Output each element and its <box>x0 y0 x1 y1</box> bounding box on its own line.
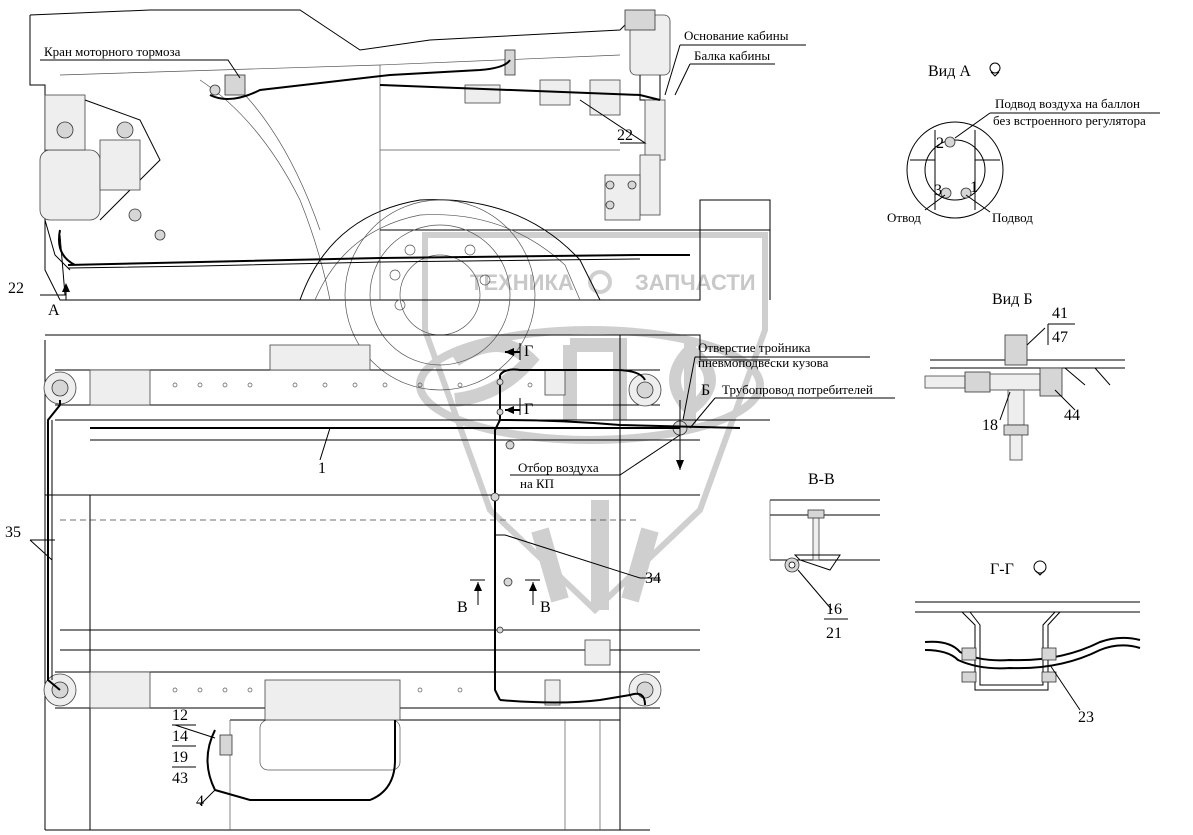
callout-12: 12 <box>172 707 188 724</box>
tank-top <box>269 344 371 371</box>
port-3-label: 3 <box>934 182 942 199</box>
callout-22-top: 22 <box>617 127 633 144</box>
tee-fitting-44 <box>1039 367 1063 397</box>
label-cab-base: Основание кабины <box>684 28 789 43</box>
label-engine-brake-valve: Кран моторного тормоза <box>44 44 181 59</box>
section-vv-title: В-В <box>808 471 835 488</box>
callout-41: 41 <box>1052 305 1068 322</box>
view-a-air-supply-1: Подвод воздуха на баллон <box>995 96 1140 111</box>
port-2-label: 2 <box>936 135 944 152</box>
label-consumer-pipeline: Трубопровод потребителей <box>722 382 873 397</box>
fitting-top <box>504 49 516 76</box>
view-b-title: Вид Б <box>992 291 1033 308</box>
label-tee-hole-2: пневмоподвески кузова <box>698 355 829 370</box>
battery-box <box>259 719 401 771</box>
port-1-label: 1 <box>970 179 978 196</box>
label-air-takeoff-2: на КП <box>520 476 554 491</box>
section-marker-b: Б <box>701 382 710 399</box>
view-a: Вид А 2 3 1 Подвод воздуха на баллон без… <box>887 62 1160 225</box>
tee-body <box>989 373 1041 391</box>
view-a-arrow-label: А <box>48 302 60 319</box>
pipe-35 <box>47 400 61 691</box>
section-marker-g-top: Г <box>524 343 533 360</box>
label-cab-beam: Балка кабины <box>694 48 770 63</box>
callout-44: 44 <box>1064 407 1080 424</box>
callout-1: 1 <box>318 460 326 477</box>
view-a-outer-ring <box>906 121 1004 219</box>
pipe-34 <box>494 375 501 701</box>
spring-bracket-bl <box>89 671 151 709</box>
watermark-text-left: ТЕХНИКА <box>470 270 574 295</box>
tee-nut-top <box>1004 334 1028 366</box>
fitting-12-43 <box>219 734 233 756</box>
tank-bottom <box>264 679 401 721</box>
view-a-air-supply-2: без встроенного регулятора <box>993 113 1146 128</box>
view-a-inlet: Подвод <box>992 210 1033 225</box>
port-1 <box>960 187 972 199</box>
section-vv: В-В 16 21 <box>769 471 880 642</box>
spring-bracket-tl <box>89 369 151 406</box>
view-b: Вид Б 41 47 18 44 <box>924 291 1125 461</box>
watermark-text-right: ЗАПЧАСТИ <box>635 270 756 295</box>
view-a-title: Вид А <box>928 63 971 80</box>
plan-view <box>29 334 895 831</box>
grommet-right <box>1041 647 1057 661</box>
section-marker-g-bottom: Г <box>524 401 533 418</box>
bracket-3 <box>589 79 621 116</box>
section-gg-title: Г-Г <box>990 561 1014 578</box>
port-3 <box>940 187 952 199</box>
callout-14: 14 <box>172 728 188 745</box>
callout-stack-12-43: 12 14 19 43 <box>172 707 196 787</box>
section-marker-v-left: В <box>457 599 468 616</box>
section-gg: Г-Г 23 <box>915 560 1141 726</box>
section-marker-v-right: В <box>540 599 551 616</box>
callout-4: 4 <box>196 793 204 810</box>
callout-21: 21 <box>826 625 842 642</box>
callout-22-left: 22 <box>8 280 24 297</box>
callout-35: 35 <box>5 524 21 541</box>
view-a-outlet: Отвод <box>887 210 921 225</box>
port-2 <box>944 136 956 148</box>
callout-19: 19 <box>172 749 188 766</box>
callout-43: 43 <box>172 770 188 787</box>
cab-air-spring <box>604 9 671 221</box>
grommet-left <box>961 647 977 661</box>
callout-47: 47 <box>1052 329 1068 346</box>
callout-23: 23 <box>1078 709 1094 726</box>
label-air-takeoff-1: Отбор воздуха <box>518 460 599 475</box>
callout-34: 34 <box>645 570 661 587</box>
left-air-spring <box>39 94 166 271</box>
callout-16: 16 <box>826 601 842 618</box>
label-tee-hole-1: Отверстие тройника <box>698 340 811 355</box>
side-view <box>29 9 806 391</box>
callout-18: 18 <box>982 417 998 434</box>
engine-brake-valve <box>209 74 246 96</box>
